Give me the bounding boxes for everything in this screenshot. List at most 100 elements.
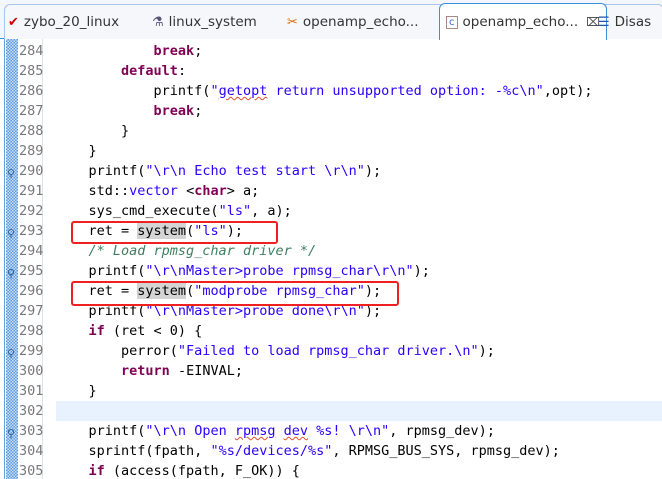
breakpoint-icon[interactable]: ⚲: [7, 167, 16, 180]
code-token: , a);: [251, 203, 292, 219]
tab-linux-system[interactable]: ⚗linux_system: [152, 8, 257, 36]
code-editor[interactable]: 284 break;285 default:286 printf("getopt…: [0, 39, 662, 479]
line-number: 305: [19, 463, 44, 479]
code-text: /* Load rpmsg_char driver */: [56, 241, 662, 261]
line-number: 285: [19, 63, 44, 79]
annotation-ruler[interactable]: [6, 39, 18, 479]
code-line[interactable]: 288 }: [0, 121, 662, 141]
code-line[interactable]: 291 std::vector <char> a;: [0, 181, 662, 201]
tab-openamp-echo-app[interactable]: ✂openamp_echo...: [287, 8, 419, 36]
code-token: printf(: [88, 423, 146, 439]
disassembly-icon: ☰: [598, 14, 610, 30]
code-token: [89, 63, 122, 79]
line-number: 302: [19, 403, 44, 419]
breakpoint-icon[interactable]: ⚲: [7, 227, 16, 240]
tab-disassembly[interactable]: ☰Disas: [598, 8, 651, 36]
code-token: "\r\n Open: [145, 423, 235, 439]
code-line[interactable]: 285 default:: [0, 61, 662, 81]
code-token: );: [364, 283, 382, 299]
code-token: ;: [194, 43, 203, 59]
code-line[interactable]: ⚲293 ret = system("ls");: [0, 221, 662, 241]
code-line[interactable]: 305 if (access(fpath, F_OK)) {: [0, 461, 662, 479]
code-token: std::: [88, 183, 130, 199]
line-number: 286: [19, 83, 44, 99]
code-token: (ret < 0) {: [104, 323, 203, 339]
code-text: perror("Failed to load rpmsg_char driver…: [56, 341, 662, 361]
editor-tab-bar: ✔zybo_20_linux ⚗linux_system ✂openamp_ec…: [0, 0, 662, 40]
code-token: "\r\nMaster>probe done\r\n": [145, 303, 365, 319]
code-token: ret =: [88, 223, 138, 239]
line-number: 301: [19, 383, 44, 399]
code-text: printf("getopt return unsupported option…: [56, 81, 662, 101]
code-line[interactable]: 284 break;: [0, 41, 662, 61]
code-token: , rpmsg_dev);: [389, 423, 495, 439]
line-number: 304: [19, 443, 44, 459]
code-line[interactable]: ⚲299 perror("Failed to load rpmsg_char d…: [0, 341, 662, 361]
code-token: getopt: [218, 83, 268, 99]
code-line[interactable]: 301 }: [0, 381, 662, 401]
code-text: if (ret < 0) {: [56, 321, 662, 341]
code-token: }: [88, 383, 97, 399]
code-text: if (access(fpath, F_OK)) {: [56, 461, 662, 479]
code-token: [89, 103, 154, 119]
line-number: 287: [19, 103, 44, 119]
code-token: ret =: [88, 283, 138, 299]
code-line[interactable]: 294 /* Load rpmsg_char driver */: [0, 241, 662, 261]
code-line[interactable]: 298 if (ret < 0) {: [0, 321, 662, 341]
code-token: dev: [283, 423, 308, 439]
code-text: default:: [56, 61, 662, 81]
code-token: "\r\n Echo test start \r\n": [145, 163, 365, 179]
c-file-icon: c: [446, 15, 458, 29]
code-line[interactable]: ⚲290 printf("\r\n Echo test start \r\n")…: [0, 161, 662, 181]
code-token: if: [88, 463, 105, 479]
code-token: default: [121, 63, 178, 79]
code-line[interactable]: 289 }: [0, 141, 662, 161]
line-number: 299: [19, 343, 44, 359]
code-text: [56, 401, 662, 421]
line-number: 284: [19, 43, 44, 59]
code-token: );: [478, 343, 495, 359]
code-line[interactable]: 287 break;: [0, 101, 662, 121]
tab-label: Disas: [614, 14, 652, 30]
code-token: :: [177, 63, 187, 79]
tab-zybo-20-linux[interactable]: ✔zybo_20_linux: [8, 8, 119, 36]
code-text: ret = system("ls");: [56, 221, 662, 241]
highlight-box-line-293: [71, 221, 278, 244]
close-tab-icon[interactable]: ⌧: [586, 15, 600, 29]
code-token: "ls": [218, 203, 252, 219]
flask-icon: ⚗: [152, 14, 164, 30]
code-token: "modprobe rpmsg_char": [194, 283, 365, 299]
code-text: std::vector <char> a;: [56, 181, 662, 201]
breakpoint-icon[interactable]: ⚲: [7, 267, 16, 280]
code-line[interactable]: ⚲303 printf("\r\n Open rpmsg dev %s! \r\…: [0, 421, 662, 441]
code-line[interactable]: 292 sys_cmd_execute("ls", a);: [0, 201, 662, 221]
gutter-separator: [42, 39, 43, 479]
code-line[interactable]: ⚲295 printf("\r\nMaster>probe rpmsg_char…: [0, 261, 662, 281]
code-line[interactable]: 300 return -EINVAL;: [0, 361, 662, 381]
code-token: system: [137, 223, 187, 239]
code-text: ret = system("modprobe rpmsg_char");: [56, 281, 662, 301]
code-text: sprintf(fpath, "%s/devices/%s", RPMSG_BU…: [56, 441, 662, 461]
code-token: perror(: [88, 343, 178, 359]
highlight-box-line-296: [71, 281, 399, 306]
breakpoint-icon[interactable]: ⚲: [7, 427, 16, 440]
code-line[interactable]: 297 printf("\r\nMaster>probe done\r\n");: [0, 301, 662, 321]
breakpoint-icon[interactable]: ⚲: [7, 347, 16, 360]
code-token: "%s/devices/%s": [210, 443, 333, 459]
code-text: printf("\r\nMaster>probe done\r\n");: [56, 301, 662, 321]
code-token: /* Load rpmsg_char driver */: [88, 243, 317, 259]
code-token: "\r\nMaster>probe rpmsg_char\r\n": [145, 263, 414, 279]
code-token: break: [153, 103, 195, 119]
code-line[interactable]: 286 printf("getopt return unsupported op…: [0, 81, 662, 101]
code-token: printf(: [88, 263, 146, 279]
code-line[interactable]: 304 sprintf(fpath, "%s/devices/%s", RPMS…: [0, 441, 662, 461]
code-line[interactable]: 296 ret = system("modprobe rpmsg_char");: [0, 281, 662, 301]
code-text: sys_cmd_execute("ls", a);: [56, 201, 662, 221]
code-token: printf(: [88, 163, 146, 179]
code-line[interactable]: 302: [0, 401, 662, 421]
tools-icon: ✂: [287, 14, 298, 30]
code-token: %s! \r\n": [308, 423, 390, 439]
code-token: <: [177, 183, 195, 199]
code-token: return unsupported option: -%c\n": [267, 83, 544, 99]
